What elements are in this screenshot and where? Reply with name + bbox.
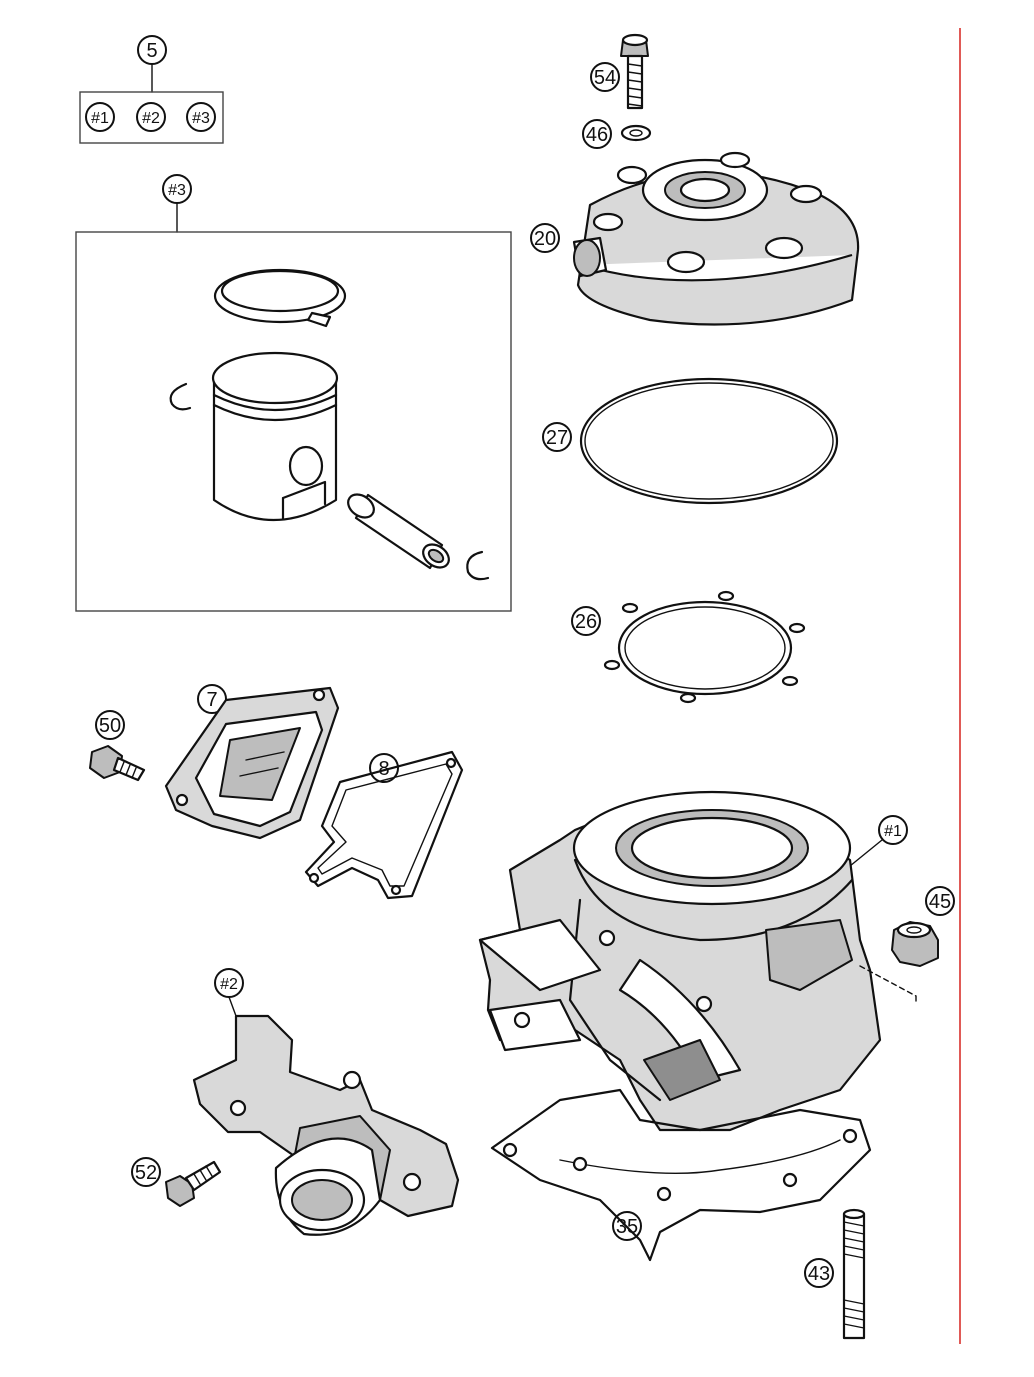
svg-text:27: 27: [546, 427, 568, 449]
callout-cylinder[interactable]: #1: [849, 815, 908, 867]
svg-text:#3: #3: [192, 110, 210, 127]
kit-set-box: [79, 91, 224, 144]
callout-piston-kit[interactable]: #3: [162, 174, 192, 233]
callout-46[interactable]: 46: [582, 119, 612, 149]
circlip-left-illustration: [169, 382, 192, 411]
svg-text:52: 52: [135, 1162, 157, 1184]
piston-kit-box: [75, 231, 512, 612]
head-gasket-26-illustration: [603, 590, 806, 704]
svg-text:20: 20: [534, 228, 556, 250]
gasket-8-illustration: [304, 750, 464, 900]
svg-text:54: 54: [594, 67, 616, 89]
circlip-right-illustration: [466, 550, 490, 581]
callout-7[interactable]: 7: [197, 684, 227, 714]
washer-46-illustration: [620, 124, 652, 142]
svg-text:8: 8: [378, 758, 389, 780]
piston-ring-illustration: [213, 268, 347, 328]
stud-43-illustration: [842, 1208, 866, 1340]
callout-52[interactable]: 52: [131, 1157, 161, 1187]
reed-valve-housing-7-illustration: [164, 686, 340, 840]
piston-pin-illustration: [347, 493, 450, 570]
callout-5-label: 5: [146, 40, 157, 62]
callout-5-group[interactable]: 5: [137, 35, 167, 93]
svg-text:26: 26: [575, 611, 597, 633]
cylinder-head-illustration: [572, 151, 860, 326]
callout-kit-2[interactable]: #2: [136, 102, 166, 132]
piston-illustration: [211, 351, 339, 522]
callout-26[interactable]: 26: [571, 606, 601, 636]
svg-text:#3: #3: [168, 182, 186, 199]
callout-43[interactable]: 43: [804, 1258, 834, 1288]
svg-text:43: 43: [808, 1263, 830, 1285]
base-gasket-35-illustration: [490, 1088, 872, 1262]
callout-45[interactable]: 45: [925, 886, 955, 916]
svg-text:45: 45: [929, 891, 951, 913]
cylinder-illustration: [478, 790, 882, 1132]
svg-text:#1: #1: [884, 823, 902, 840]
callout-kit-3[interactable]: #3: [186, 102, 216, 132]
nut-45-illustration: [859, 921, 939, 1005]
bolt-50-illustration: [89, 745, 146, 782]
intake-flange-illustration: [192, 1014, 460, 1236]
o-ring-27-illustration: [579, 377, 839, 505]
svg-text:#2: #2: [142, 110, 160, 127]
callout-50[interactable]: 50: [95, 710, 125, 740]
svg-text:46: 46: [586, 124, 608, 146]
callout-27[interactable]: 27: [542, 422, 572, 452]
callout-kit-1[interactable]: #1: [85, 102, 115, 132]
svg-text:7: 7: [206, 689, 217, 711]
bolt-52-illustration: [165, 1160, 222, 1207]
svg-text:#1: #1: [91, 110, 109, 127]
svg-text:#2: #2: [220, 976, 238, 993]
callout-20[interactable]: 20: [530, 223, 560, 253]
callout-54[interactable]: 54: [590, 62, 620, 92]
bolt-54-illustration: [620, 33, 649, 110]
svg-text:50: 50: [99, 715, 121, 737]
callout-8[interactable]: 8: [369, 753, 399, 783]
callout-intake[interactable]: #2: [214, 968, 244, 1017]
